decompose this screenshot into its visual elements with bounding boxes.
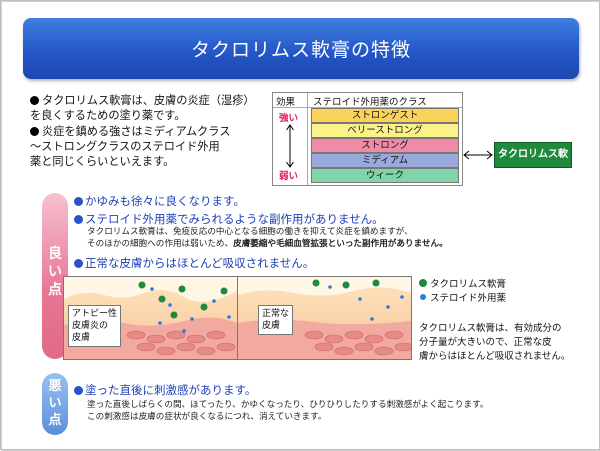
tag-char: 点 <box>48 413 62 428</box>
legend-item-steroid: ステロイド外用薬 <box>419 292 506 306</box>
label-line: 皮膚炎の <box>72 321 109 331</box>
diagram-legend: タクロリムス軟膏 ステロイド外用薬 <box>419 278 506 306</box>
strong-label: 強い <box>279 113 299 124</box>
good-point-text: かゆみも徐々に良くなります。 <box>85 194 245 208</box>
up-down-arrow-icon <box>286 124 294 168</box>
title-banner: タクロリムス軟膏の特徴 <box>23 18 579 79</box>
blue-dot-icon <box>420 294 426 300</box>
atopic-skin-label: アトピー性 皮膚炎の 皮膚 <box>68 305 122 347</box>
good-point-2: ステロイド外用薬でみられるような副作用がありません。 <box>74 211 384 227</box>
bullet-icon <box>74 197 83 206</box>
intro-line: を良くするための塗り薬です。 <box>30 109 186 122</box>
legend-label: タクロリムス軟膏 <box>430 279 507 290</box>
class-row-very-strong: ベリーストロング <box>311 123 459 138</box>
good-point-text: 正常な皮膚からはほとんど吸収されません。 <box>85 256 315 270</box>
label-line: 皮膚 <box>262 321 281 331</box>
label-line: 皮膚 <box>72 333 91 343</box>
green-dot-icon <box>419 279 427 287</box>
class-row-strongest: ストロンゲスト <box>311 108 459 123</box>
skin-absorption-diagram: アトピー性 皮膚炎の 皮膚 正常な 皮膚 <box>63 276 414 360</box>
label-line: アトピー性 <box>72 309 118 319</box>
detail-line: そのほかの細胞への作用は弱いため、 <box>87 239 234 249</box>
bad-points-tag: 悪 い 点 <box>42 373 68 435</box>
detail-line: この刺激感は皮膚の症状が良くなるにつれ、消えていきます。 <box>87 412 327 422</box>
legend-label: ステロイド外用薬 <box>430 293 507 304</box>
class-row-weak: ウィーク <box>311 168 459 183</box>
bad-point-text: 塗った直後に刺激感があります。 <box>85 383 257 397</box>
absorption-note: タクロリムス軟膏は、有効成分の 分子量が大きいので、正常な皮 膚からはほとんど吸… <box>419 322 579 364</box>
good-point-2-detail: タクロリムス軟膏は、免疫反応の中心となる細胞の働きを抑えて炎症を鎮めますが、 そ… <box>87 226 448 250</box>
detail-line: タクロリムス軟膏は、免疫反応の中心となる細胞の働きを抑えて炎症を鎮めますが、 <box>87 227 413 237</box>
class-row-medium: ミディアム <box>311 153 459 168</box>
effect-header: 効果 <box>276 97 296 108</box>
bullet-icon <box>30 127 39 136</box>
page-title: タクロリムス軟膏の特徴 <box>190 39 411 61</box>
bad-point-detail: 塗った直後しばらくの間、ほてったり、かゆくなったり、ひりひりしたりする刺激感がよ… <box>87 399 488 423</box>
class-row-strong: ストロング <box>311 138 459 153</box>
tag-char: い <box>48 264 62 280</box>
tag-char: 良 <box>48 246 62 262</box>
tag-char: 点 <box>48 282 62 298</box>
good-point-3: 正常な皮膚からはほとんど吸収されません。 <box>74 255 314 271</box>
class-label: ストロング <box>361 140 409 151</box>
table-header: 効果 ステロイド外用薬のクラス <box>273 93 462 108</box>
double-arrow-icon <box>463 150 493 160</box>
bullet-icon <box>74 215 83 224</box>
legend-item-tacrolimus: タクロリムス軟膏 <box>419 278 506 292</box>
intro-text: タクロリムス軟膏は、皮膚の炎症（湿疹） を良くするための塗り薬です。 炎症を鎮める… <box>30 93 275 170</box>
detail-emphasis: 皮膚萎縮や毛細血管拡張といった副作用がありません。 <box>233 239 448 249</box>
normal-skin-label: 正常な 皮膚 <box>258 305 294 335</box>
class-header: ステロイド外用薬のクラス <box>313 97 427 108</box>
tag-char: い <box>48 396 62 411</box>
note-line: 膚からはほとんど吸収されません。 <box>419 351 571 362</box>
note-line: 分子量が大きいので、正常な皮 <box>419 337 552 348</box>
detail-line: 塗った直後しばらくの間、ほてったり、かゆくなったり、ひりひりしたりする刺激感がよ… <box>87 400 489 410</box>
note-line: タクロリムス軟膏は、有効成分の <box>419 323 562 334</box>
bullet-icon <box>30 96 39 105</box>
intro-line: 〜ストロングクラスのステロイド外用 <box>30 140 220 153</box>
steroid-class-table: 効果 ステロイド外用薬のクラス 強い 弱い ストロンゲスト ベリーストロング ス… <box>272 92 463 186</box>
class-label: ベリーストロング <box>347 125 423 136</box>
bad-point-1: 塗った直後に刺激感があります。 <box>74 382 256 398</box>
bullet-icon <box>74 386 83 395</box>
tag-char: 悪 <box>48 379 62 394</box>
label-line: 正常な <box>262 309 290 319</box>
intro-line: 炎症を鎮める強さはミディアムクラス <box>42 125 231 138</box>
weak-label: 弱い <box>279 171 299 182</box>
intro-line: 薬と同じくらいといえます。 <box>30 155 175 168</box>
intro-line: タクロリムス軟膏は、皮膚の炎症（湿疹） <box>42 94 255 107</box>
class-label: ミディアム <box>361 155 409 166</box>
table-divider <box>307 93 308 185</box>
intro-item: タクロリムス軟膏は、皮膚の炎症（湿疹） を良くするための塗り薬です。 <box>30 93 275 123</box>
bullet-icon <box>74 259 83 268</box>
intro-item: 炎症を鎮める強さはミディアムクラス〜ストロングクラスのステロイド外用薬と同じくら… <box>30 124 275 169</box>
good-point-text: ステロイド外用薬でみられるような副作用がありません。 <box>85 212 384 226</box>
good-point-1: かゆみも徐々に良くなります。 <box>74 193 245 209</box>
class-label: ストロンゲスト <box>351 110 419 121</box>
tacrolimus-label-box: タクロリムス軟膏 <box>494 142 572 184</box>
class-label: ウィーク <box>365 170 404 181</box>
